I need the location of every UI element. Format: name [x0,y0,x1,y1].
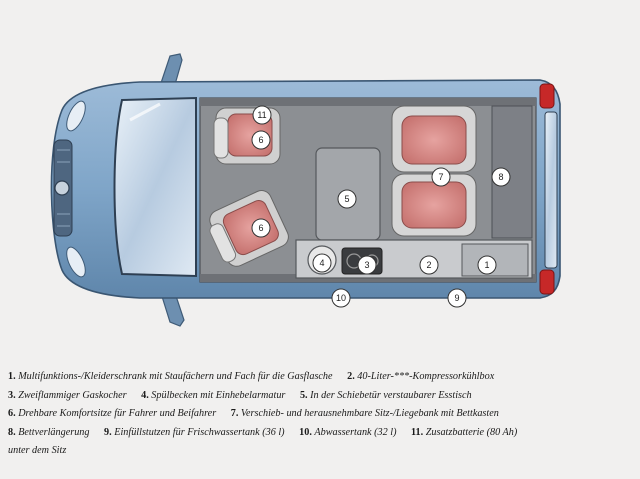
legend-text: unter dem Sitz [8,445,66,456]
legend-text: Spülbecken mit Einhebelarmatur [151,390,285,401]
svg-text:6: 6 [258,135,263,145]
svg-text:10: 10 [336,293,346,303]
legend-text: Verschieb- und herausnehmbare Sitz-/Lieg… [241,408,499,419]
callout-1: 1 [478,256,496,274]
callout-10: 10 [332,289,350,307]
legend-line: 3. Zweiflammiger Gaskocher 4. Spülbecken… [8,387,632,406]
legend-text: Zweiflammiger Gaskocher [18,390,126,401]
legend-line: 8. Bettverlängerung 9. Einfüllstutzen fü… [8,424,632,443]
rear-window [545,112,557,268]
svg-text:9: 9 [454,293,459,303]
callout-9: 9 [448,289,466,307]
legend-text: Zusatzbatterie (80 Ah) [426,427,518,438]
legend-num: 4. [141,390,149,401]
legend-text: 40-Liter-***-Kompressorkühlbox [357,371,494,382]
callout-7: 7 [432,168,450,186]
callout-3: 3 [358,256,376,274]
legend-text: Bettverlängerung [18,427,89,438]
legend-num: 3. [8,390,16,401]
legend-num: 10. [299,427,312,438]
svg-text:3: 3 [364,260,369,270]
legend-num: 7. [231,408,239,419]
legend-text: In der Schiebetür verstaubarer Esstisch [310,390,471,401]
callout-6-bottom: 6 [252,219,270,237]
tail-light-top [540,84,554,108]
legend-line: 1. Multifunktions-/Kleiderschrank mit St… [8,368,632,387]
legend-text: Multifunktions-/Kleiderschrank mit Stauf… [18,371,332,382]
legend-num: 8. [8,427,16,438]
van-floorplan-diagram: 1 2 3 4 5 6 6 7 8 9 10 11 [0,0,640,340]
callout-4: 4 [313,254,331,272]
legend-text: Drehbare Komfortsitze für Fahrer und Bei… [18,408,216,419]
windshield [115,98,197,276]
legend-num: 9. [104,427,112,438]
callout-11: 11 [253,106,271,124]
legend-num: 11. [411,427,423,438]
legend-num: 1. [8,371,16,382]
svg-text:8: 8 [498,172,503,182]
callout-5: 5 [338,190,356,208]
legend-text: Abwassertank (32 l) [314,427,396,438]
legend-line: unter dem Sitz [8,442,632,461]
callout-8: 8 [492,168,510,186]
legend-num: 2. [347,371,355,382]
legend-num: 5. [300,390,308,401]
svg-text:6: 6 [258,223,263,233]
svg-text:1: 1 [484,260,489,270]
front-grille [54,140,72,236]
svg-text:2: 2 [426,260,431,270]
kitchen-counter [296,240,532,278]
svg-text:4: 4 [319,258,324,268]
callout-6-top: 6 [252,131,270,149]
legend-text: Einfüllstutzen für Frischwassertank (36 … [114,427,284,438]
svg-text:5: 5 [344,194,349,204]
tail-light-bottom [540,270,554,294]
legend: 1. Multifunktions-/Kleiderschrank mit St… [8,368,632,461]
legend-line: 6. Drehbare Komfortsitze für Fahrer und … [8,405,632,424]
legend-num: 6. [8,408,16,419]
svg-text:7: 7 [438,172,443,182]
svg-text:11: 11 [257,110,266,120]
callout-2: 2 [420,256,438,274]
